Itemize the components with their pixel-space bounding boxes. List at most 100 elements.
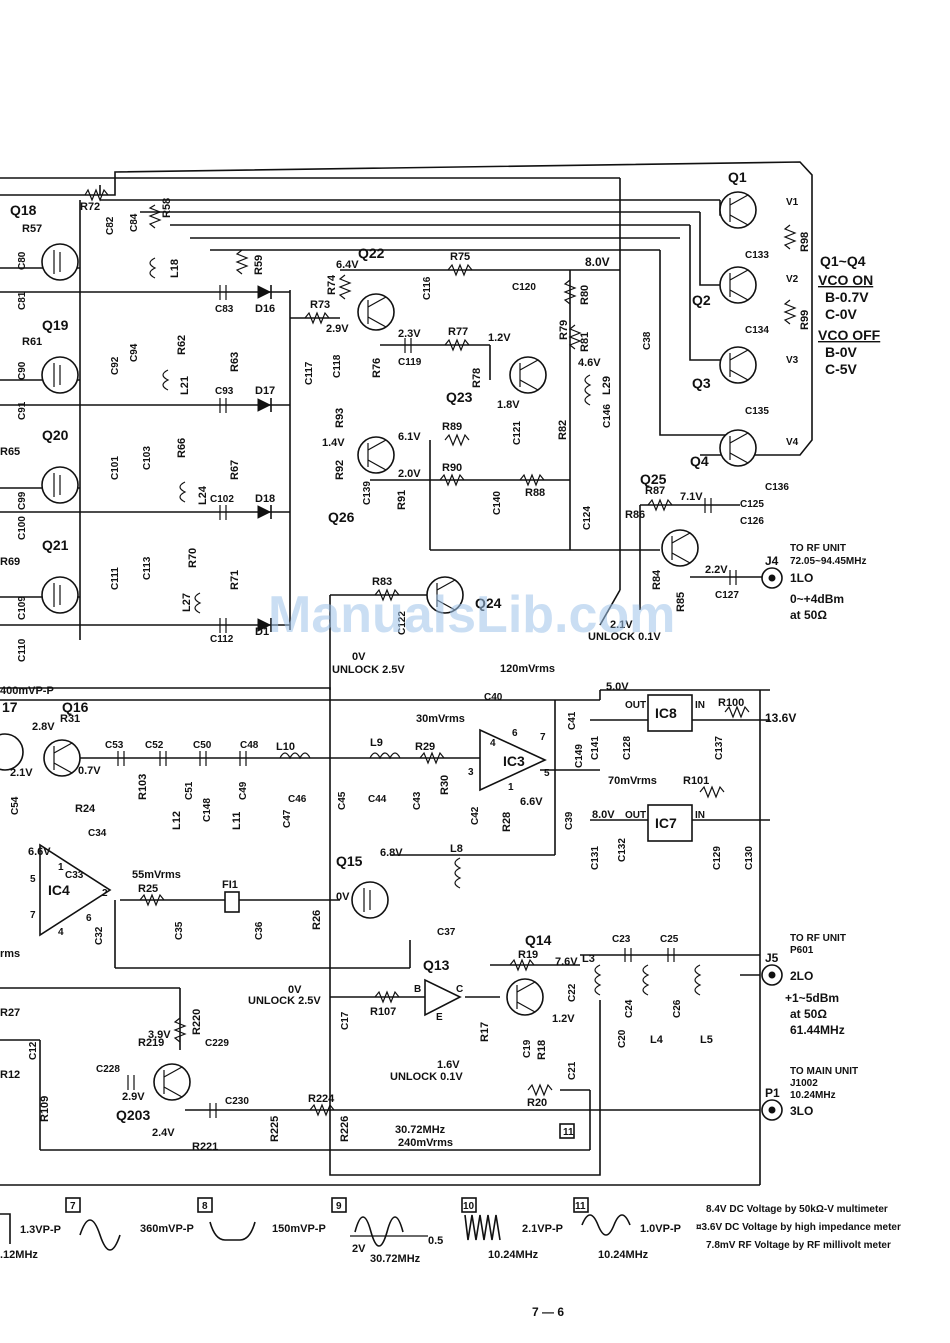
j5-ref: J5 [765,951,779,965]
q16-label: Q16 [62,699,89,715]
c120-label: C120 [512,282,536,293]
c52-label: C52 [145,740,164,751]
voltage-q203-e: 2.4V [152,1127,175,1139]
voltage-labels: 6.4V 2.9V 2.3V 8.0V 1.2V 1.8V 4.6V 1.4V … [10,255,796,1139]
r67-label: R67 [229,460,241,480]
ic4-label: IC4 [48,882,70,898]
r224-label: R224 [308,1093,335,1105]
r107-label: R107 [370,1006,396,1018]
c128-label: C128 [622,736,633,760]
ic-labels: IC3 IC4 IC7 IC8 [48,705,677,898]
ic4-pin-4: 4 [58,927,64,938]
c91-label: C91 [17,401,28,420]
level-30-72mhz: 30.72MHz [395,1124,446,1136]
r18-label: R18 [536,1040,548,1060]
l5-label: L5 [700,1034,713,1046]
q15-label: Q15 [336,853,363,869]
resistor-symbols [84,188,797,1117]
l27-label: L27 [181,593,193,612]
c45-label: C45 [337,791,348,810]
q23-label: Q23 [446,389,473,405]
r103-label: R103 [137,774,149,800]
c83-label: C83 [215,304,234,315]
filter-symbol [224,891,240,913]
q23-symbol [509,356,547,394]
ic7-label: IC7 [655,815,677,831]
r99-label: R99 [799,310,811,330]
waveform-9-base: 2V [352,1243,366,1255]
level-rms: rms [0,948,20,960]
c17-label: C17 [340,1011,351,1030]
d16-label: D16 [255,303,275,315]
q20-label: Q20 [42,427,69,443]
transistor-labels: Q1 Q2 Q3 Q4 Q18 Q19 Q20 Q21 Q22 Q23 Q26 … [2,169,747,1123]
c146-label: C146 [602,404,613,428]
r93-label: R93 [334,408,346,428]
voltage-q17-e: 2.1V [10,767,33,779]
c132-label: C132 [617,838,628,862]
level-120mvrms: 120mVrms [500,663,555,675]
r77-label: R77 [448,326,468,338]
diode-labels: D1 D16 D17 D18 FI1 [222,303,275,891]
c112-label: C112 [210,634,234,645]
connector-symbols [761,567,783,1121]
j5-name: 2LO [790,969,813,983]
q203-symbol [153,1063,191,1101]
ic7-symbol [647,804,693,842]
waveform-9-num: 9 [336,1201,342,1212]
p1-freq: 10.24MHz [790,1090,836,1101]
c20-label: C20 [617,1029,628,1048]
l29-label: L29 [601,376,613,395]
voltage-q13-out-unlock: UNLOCK 0.1V [390,1071,463,1083]
c37-label: C37 [437,927,456,938]
c124-label: C124 [582,506,593,530]
voltage-ic3-out: 6.6V [520,796,543,808]
voltage-r83: 0V [352,651,366,663]
measurement-notes: 8.4V DC Voltage by 50kΩ-V multimeter ¤3.… [696,1204,901,1251]
r71-label: R71 [229,570,241,590]
vco-off-c: C-5V [825,361,858,377]
ic3-pin-5: 5 [544,768,550,779]
voltage-q15-d: 6.8V [380,847,403,859]
voltage-q203-b: 2.9V [122,1091,145,1103]
ic7-pin-in: IN [695,810,705,821]
q17-symbol [0,733,24,771]
c22-label: C22 [567,983,578,1002]
p1-to: TO MAIN UNIT [790,1066,858,1077]
c140-label: C140 [492,491,503,515]
level-55mvrms: 55mVrms [132,869,181,881]
c26-label: C26 [672,999,683,1018]
c25-label: C25 [660,934,679,945]
c36-label: C36 [254,921,265,940]
r62-label: R62 [176,335,188,355]
l8-label: L8 [450,843,463,855]
r85-label: R85 [675,592,687,612]
c50-label: C50 [193,740,212,751]
c101-label: C101 [110,456,121,480]
l3-label: L3 [582,953,595,965]
q1-label: Q1 [728,169,747,185]
c130-label: C130 [744,846,755,870]
r27-label: R27 [0,1007,20,1019]
pin-labels: 3 4 6 7 5 1 5 7 1 2 6 4 B C E OUT IN OUT… [30,700,705,1023]
c80-label: C80 [17,251,28,270]
r100-label: R100 [718,697,744,709]
c54-label: C54 [10,796,21,815]
c12-label: C12 [28,1041,39,1060]
c126-label: C126 [740,516,764,527]
c110-label: C110 [17,638,28,662]
r219-label: R219 [138,1037,164,1049]
c117-label: C117 [304,361,315,385]
v1-label: V1 [786,197,799,208]
waveform-6-trace [0,1213,11,1244]
ic8-symbol [647,694,693,732]
page-number: 7 — 6 [532,1305,564,1319]
ic3-pin-7: 7 [540,732,546,743]
voltage-q24-unlock: UNLOCK 0.1V [588,631,661,643]
q2-symbol [719,266,757,304]
r12-label: R12 [0,1069,20,1081]
r78-label: R78 [471,368,483,388]
waveform-9-amp: 0.5 [428,1235,443,1247]
capacitor-symbols [117,285,737,1118]
c136-label: C136 [765,482,789,493]
